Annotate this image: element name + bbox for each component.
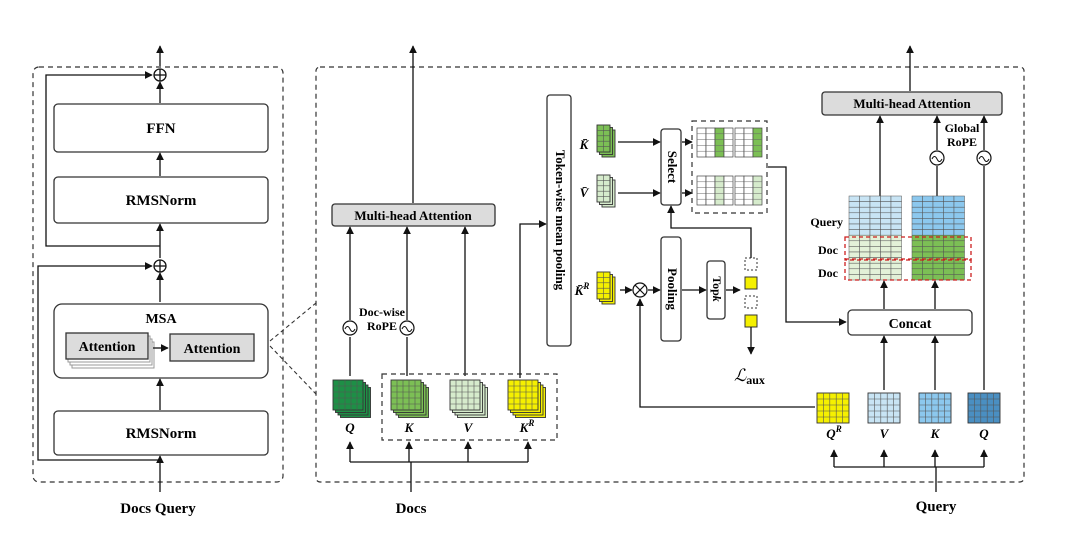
v-cube <box>449 379 488 418</box>
query-q-label: Q <box>979 426 989 441</box>
concat-v-grid <box>848 195 902 281</box>
k-label: K <box>404 420 415 435</box>
doc-mha-box <box>331 203 496 227</box>
global-rope-label-2: RoPE <box>947 135 977 149</box>
rmsnorm-top-box <box>53 176 269 224</box>
query-attention-block: Multi-head Attention Global RoPE Query D… <box>636 45 1003 515</box>
k-cube <box>390 379 429 418</box>
concat-box <box>847 309 973 336</box>
kr-label: KR <box>519 418 535 435</box>
docs-label: Docs <box>396 501 427 517</box>
qr-cube <box>816 392 850 424</box>
topk-slot-1 <box>744 257 758 271</box>
query-q-cube <box>967 392 1001 424</box>
topk-slot-4 <box>744 314 758 328</box>
global-rope-label-1: Global <box>945 121 980 135</box>
k-bar-label: K̄ <box>579 137 590 152</box>
kv-group-outline <box>381 373 558 441</box>
v-label: V <box>464 420 474 435</box>
row-query-label: Query <box>810 215 843 229</box>
query-mha-label: Multi-head Attention <box>853 96 971 111</box>
kr-cube <box>507 379 546 418</box>
zoom-connector-bottom <box>269 345 317 395</box>
doc-mha-label: Multi-head Attention <box>354 208 472 223</box>
concat-label: Concat <box>889 317 932 332</box>
v-bar-label: V̄ <box>580 185 590 200</box>
attention-b-label: Attention <box>184 342 241 357</box>
k-bar-cube <box>596 124 616 158</box>
token-pooling-box <box>546 94 572 347</box>
ffn-label: FFN <box>146 121 175 137</box>
query-v-label: V <box>880 426 890 441</box>
msa-detail-outline <box>315 66 1025 483</box>
msa-label: MSA <box>145 312 177 327</box>
topk-slot-3 <box>744 295 758 309</box>
selected-kv-outline <box>691 120 768 214</box>
row-doc-label-2: Doc <box>818 266 839 280</box>
v-bar-cube <box>596 174 616 208</box>
query-v-cube <box>867 392 901 424</box>
doc-rope-label-1: Doc-wise <box>359 305 406 319</box>
attention-a-box <box>65 332 149 360</box>
doc-rope-label-2: RoPE <box>367 319 397 333</box>
selected-k-blocks <box>696 127 763 158</box>
zoom-connector-top <box>269 302 317 342</box>
loss-label: ℒaux <box>734 366 765 387</box>
rmsnorm-bottom-label: RMSNorm <box>126 426 197 442</box>
rmsnorm-bottom-box <box>53 410 269 456</box>
topk-label: Topk <box>710 276 724 302</box>
topk-box <box>706 260 726 320</box>
concat-k-grid <box>911 195 965 281</box>
doc-row-highlight-2 <box>844 258 972 281</box>
pooling-box <box>660 236 682 342</box>
transformer-block-outline <box>32 66 284 483</box>
ffn-box <box>53 103 269 153</box>
select-label: Select <box>665 151 680 184</box>
kr-bar-label: K̄R <box>574 281 590 298</box>
q-label: Q <box>345 420 355 435</box>
kr-bar-cube <box>596 271 616 305</box>
pooling-label: Pooling <box>665 268 680 310</box>
transformer-block: FFN RMSNorm MSA Attention Attention RMSN… <box>32 45 284 517</box>
q-cube <box>332 379 371 418</box>
query-k-label: K <box>930 426 941 441</box>
attention-b-box <box>169 333 255 362</box>
docs-query-label: Docs Query <box>120 501 196 517</box>
qr-label: QR <box>826 424 841 441</box>
query-mha-box <box>821 91 1003 116</box>
select-box <box>660 128 682 206</box>
rmsnorm-top-label: RMSNorm <box>126 193 197 209</box>
selection-block: K̄ V̄ K̄R Select Pooling Topk ℒa <box>574 120 847 387</box>
row-doc-label-1: Doc <box>818 243 839 257</box>
doc-row-highlight-1 <box>844 236 972 261</box>
query-k-cube <box>918 392 952 424</box>
attention-a-label: Attention <box>79 340 136 355</box>
selected-v-blocks <box>696 175 763 206</box>
token-pooling-label: Token-wise mean pooling <box>553 150 568 291</box>
topk-slot-2 <box>744 276 758 290</box>
query-label: Query <box>916 499 957 515</box>
doc-attention-block: Multi-head Attention Doc-wise RoPE Q K V… <box>331 45 572 517</box>
